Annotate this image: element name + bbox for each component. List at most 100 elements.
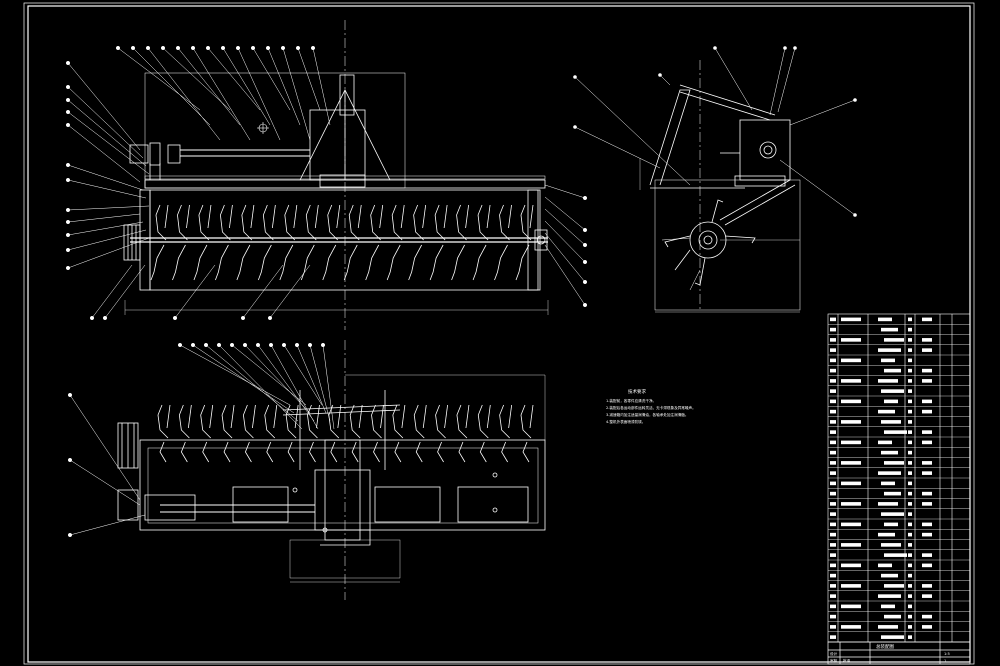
blade-lower (429, 244, 444, 281)
bom-material-mark (922, 409, 932, 414)
blade-lower (257, 244, 272, 281)
notes-line-1: 1.装配前，各零件应清洗干净。 (606, 398, 656, 403)
leader-line (117, 47, 201, 111)
balloon (89, 315, 95, 321)
leader-line (91, 264, 133, 319)
bom-material-mark (922, 522, 932, 527)
bom-qty-mark (908, 584, 912, 588)
bom-index-mark (830, 563, 836, 568)
front-view-marker (257, 122, 269, 134)
leader-line (67, 164, 144, 191)
blade-tip (444, 404, 448, 429)
bom-index-mark (830, 379, 836, 383)
bom-index-mark (830, 481, 836, 486)
bom-index-mark (830, 512, 836, 516)
balloon (205, 45, 211, 51)
bom-name-mark (878, 348, 901, 352)
bom-qty-mark (908, 573, 912, 578)
blade-lower (408, 244, 422, 281)
blade-tip (164, 204, 169, 229)
leader-line (242, 264, 284, 319)
balloon (102, 315, 108, 321)
leader-line (67, 86, 144, 159)
blade-lower (501, 441, 508, 463)
blade-upper (177, 204, 188, 241)
bom-index-mark (830, 532, 836, 537)
title-block-text: 总装配图 设计 审核 批准 1:5 1 (830, 643, 950, 663)
side-view-leader-lines (574, 47, 856, 291)
bom-name-mark (881, 389, 904, 393)
balloon (255, 342, 261, 348)
balloon (220, 45, 226, 51)
blade-lower (244, 441, 252, 463)
technical-notes: 技术要求 1.装配前，各零件应清洗干净。 2.装配后各运动部件运转灵活，无卡滞现… (606, 388, 696, 424)
leader-line (205, 344, 299, 422)
balloon (65, 97, 71, 103)
blade-tip (400, 204, 405, 229)
bom-name-mark (884, 491, 901, 496)
leader-line (544, 208, 586, 246)
bom-index-mark (830, 338, 836, 342)
bom-index-mark (830, 430, 836, 434)
bom-code-mark (841, 358, 861, 363)
blade-tip (508, 204, 512, 229)
bom-material-mark (922, 348, 932, 352)
blade-upper (456, 204, 467, 241)
blade-tip (465, 204, 469, 229)
bom-qty-mark (908, 317, 912, 322)
bom-index-mark (830, 584, 836, 588)
sheet-value: 1 (944, 659, 946, 663)
leader-line (544, 196, 586, 231)
bom-qty-mark (908, 522, 912, 527)
blade-lower (394, 441, 402, 463)
bom-code-mark (841, 604, 861, 609)
bom-name-mark (881, 420, 901, 424)
bom-row-marks (830, 317, 932, 639)
top-view (117, 374, 546, 583)
balloon (65, 219, 71, 225)
blade-lower (287, 441, 295, 463)
leader-line (67, 205, 150, 211)
bom-index-mark (830, 327, 836, 332)
bom-name-mark (881, 604, 895, 609)
bom-qty-mark (908, 553, 912, 557)
blade-tip (229, 204, 233, 229)
blade-upper (178, 404, 190, 439)
balloon (582, 242, 588, 248)
leader-line (237, 47, 281, 141)
blade-lower (415, 441, 423, 463)
blade-lower (266, 441, 274, 463)
bom-qty-mark (908, 430, 912, 434)
blade-lower (236, 244, 251, 281)
bom-name-mark (884, 584, 904, 588)
blade-upper (200, 404, 211, 439)
blade-lower (365, 244, 380, 281)
bom-material-mark (922, 399, 932, 404)
blade-lower (515, 244, 530, 281)
balloon (65, 122, 71, 128)
bom-index-mark (830, 389, 836, 393)
balloon (229, 342, 235, 348)
blade-tip (401, 404, 406, 429)
balloon (265, 45, 271, 51)
bom-name-mark (884, 553, 907, 557)
leader-line (67, 229, 147, 251)
bom-index-mark (830, 491, 836, 496)
notes-line-4: 4.整机外表面喷漆防锈。 (606, 419, 645, 424)
leader-line (207, 47, 261, 111)
top-view-blades (157, 404, 534, 463)
bom-name-mark (884, 614, 901, 619)
bom-name-mark (884, 461, 904, 465)
leader-line (162, 47, 231, 111)
bom-name-mark (884, 368, 901, 373)
bom-name-mark (878, 440, 892, 445)
leader-line (192, 47, 251, 141)
bom-index-mark (830, 450, 836, 455)
bom-name-mark (878, 471, 901, 475)
leader-line (312, 47, 331, 126)
balloon (130, 45, 136, 51)
bom-index-mark (830, 604, 836, 609)
blade-lower (373, 441, 380, 463)
bom-material-mark (922, 471, 932, 475)
